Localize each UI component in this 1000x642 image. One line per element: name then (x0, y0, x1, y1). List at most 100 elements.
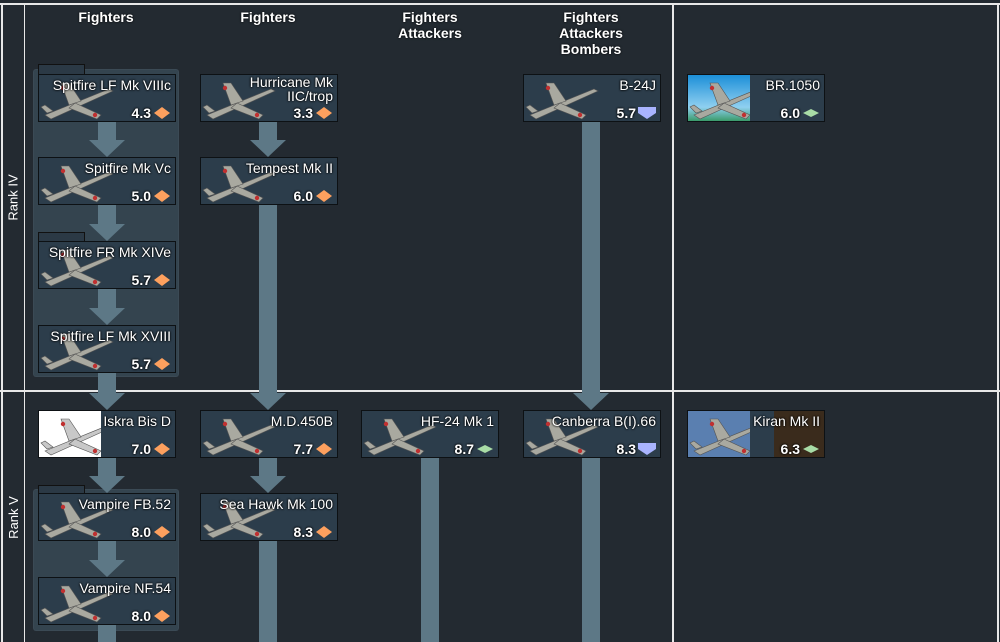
battle-rating: 7.0 (131, 441, 151, 457)
connector-arrow-icon (250, 393, 286, 410)
battle-rating: 8.3 (293, 524, 313, 540)
premium-diamond-icon (802, 442, 820, 454)
connector-line (259, 541, 277, 642)
connector-arrow-icon (89, 224, 125, 241)
vehicle-name: Spitfire LF Mk VIIIc (52, 77, 171, 93)
vehicle-image (688, 75, 750, 121)
battle-rating: 7.7 (293, 441, 313, 457)
fighter-diamond-icon (153, 273, 171, 286)
battle-rating: 5.7 (131, 272, 151, 288)
vehicle-name: Vampire FB.52 (78, 496, 171, 512)
rank-v-text: Rank V (5, 495, 21, 539)
column-header-4: Fighters Attackers Bombers (559, 9, 623, 57)
vehicle-card[interactable]: Spitfire LF Mk VIIIc 4.3 (38, 74, 176, 122)
fighter-diamond-icon (315, 525, 333, 538)
connector-arrow-icon (89, 308, 125, 325)
battle-rating: 6.3 (780, 441, 800, 457)
vehicle-card[interactable]: Tempest Mk II 6.0 (200, 157, 338, 205)
column-header-2: Fighters (240, 9, 296, 25)
vehicle-name: BR.1050 (765, 77, 820, 93)
fighter-diamond-icon (153, 357, 171, 370)
battle-rating: 8.7 (454, 441, 474, 457)
vehicle-name: Kiran Mk II (753, 413, 820, 429)
battle-rating: 6.0 (293, 188, 313, 204)
battle-rating: 8.0 (131, 524, 151, 540)
connector-line (98, 373, 116, 394)
vehicle-card[interactable]: M.D.450B 7.7 (200, 410, 338, 458)
column-header-1: Fighters (78, 9, 134, 25)
vehicle-image (524, 75, 608, 121)
bomber-icon (638, 442, 656, 455)
connector-line (582, 458, 600, 642)
vehicle-card[interactable]: Spitfire LF Mk XVIII 5.7 (38, 325, 176, 373)
fighter-diamond-icon (153, 106, 171, 119)
rank-iv-text: Rank IV (5, 174, 21, 221)
vehicle-image (201, 411, 285, 457)
grid-rank-divider (24, 3, 25, 642)
fighter-diamond-icon (315, 106, 333, 119)
battle-rating: 8.0 (131, 608, 151, 624)
vehicle-name: Spitfire FR Mk XIVe (48, 244, 171, 260)
vehicle-image (201, 75, 285, 121)
grid-border-top (0, 3, 1000, 5)
connector-arrow-icon (573, 393, 609, 410)
fighter-diamond-icon (153, 609, 171, 622)
battle-rating: 5.0 (131, 188, 151, 204)
vehicle-card[interactable]: Spitfire Mk Vc 5.0 (38, 157, 176, 205)
connector-line (259, 122, 277, 141)
vehicle-image (39, 494, 123, 540)
connector-line (582, 122, 600, 394)
connector-line (98, 289, 116, 309)
vehicle-image (39, 158, 123, 204)
vehicle-name: Iskra Bis D (103, 413, 171, 429)
connector-line (98, 205, 116, 225)
vehicle-image (362, 411, 446, 457)
connector-arrow-icon (250, 140, 286, 157)
battle-rating: 4.3 (131, 105, 151, 121)
fighter-diamond-icon (153, 442, 171, 455)
fighter-diamond-icon (153, 189, 171, 202)
fighter-diamond-icon (315, 442, 333, 455)
vehicle-card[interactable]: Iskra Bis D 7.0 (38, 410, 176, 458)
column-header-3: Fighters Attackers (398, 9, 462, 41)
vehicle-card[interactable]: BR.1050 6.0 (687, 74, 825, 122)
fighter-diamond-icon (153, 525, 171, 538)
vehicle-card[interactable]: Vampire NF.54 8.0 (38, 577, 176, 625)
vehicle-name: M.D.450B (270, 413, 333, 429)
battle-rating: 6.0 (780, 105, 800, 121)
grid-border-right (997, 3, 999, 642)
vehicle-image (39, 242, 123, 288)
premium-diamond-icon (802, 106, 820, 118)
vehicle-card[interactable]: Kiran Mk II 6.3 (687, 410, 825, 458)
battle-rating: 5.7 (131, 356, 151, 372)
vehicle-name: B-24J (619, 77, 656, 93)
connector-line (98, 122, 116, 141)
connector-arrow-icon (89, 393, 125, 410)
vehicle-name: Sea Hawk Mk 100 (219, 496, 333, 512)
vehicle-image (39, 326, 123, 372)
vehicle-image (201, 494, 285, 540)
vehicle-image (201, 158, 285, 204)
vehicle-name: Hurricane Mk IIC/trop (249, 74, 333, 104)
connector-line (421, 458, 439, 642)
connector-line (98, 541, 116, 561)
grid-border-left (1, 3, 3, 642)
vehicle-name: Spitfire LF Mk XVIII (50, 328, 171, 344)
battle-rating: 3.3 (293, 105, 313, 121)
connector-line (98, 458, 116, 477)
battle-rating: 5.7 (616, 105, 636, 121)
vehicle-card[interactable]: Vampire FB.52 8.0 (38, 493, 176, 541)
vehicle-name: Spitfire Mk Vc (84, 160, 171, 176)
vehicle-name: Tempest Mk II (245, 160, 333, 176)
bomber-icon (638, 106, 656, 119)
vehicle-image (39, 75, 123, 121)
vehicle-card[interactable]: Sea Hawk Mk 100 8.3 (200, 493, 338, 541)
connector-line (259, 205, 277, 394)
vehicle-card[interactable]: Spitfire FR Mk XIVe 5.7 (38, 241, 176, 289)
connector-line (259, 458, 277, 477)
vehicle-name: Vampire NF.54 (79, 580, 171, 596)
vehicle-card[interactable]: B-24J 5.7 (523, 74, 661, 122)
